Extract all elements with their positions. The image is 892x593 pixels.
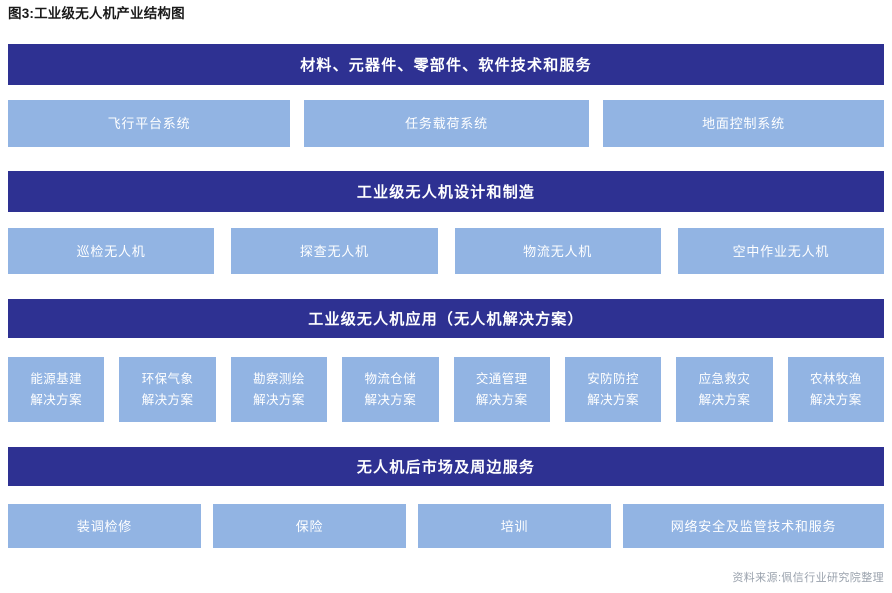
cell-security-prevention-solution[interactable]: 安防防控 解决方案 bbox=[564, 357, 662, 422]
cell-label-line1: 飞行平台系统 bbox=[107, 116, 191, 131]
cell-label-line1: 装调检修 bbox=[76, 518, 133, 534]
layer-row-materials: 飞行平台系统 任务载荷系统 地面控制系统 bbox=[8, 100, 884, 147]
cell-label-line1: 地面控制系统 bbox=[702, 116, 785, 131]
cell-agriculture-forestry-solution[interactable]: 农林牧渔 解决方案 bbox=[787, 357, 884, 422]
cell-label-line2: 解决方案 bbox=[364, 392, 417, 407]
cell-label-line1: 物流仓储 bbox=[364, 371, 417, 386]
cell-flight-platform-system[interactable]: 飞行平台系统 bbox=[8, 100, 290, 147]
cell-energy-infrastructure-solution[interactable]: 能源基建 解决方案 bbox=[8, 357, 105, 422]
cell-survey-mapping-solution[interactable]: 勘察测绘 解决方案 bbox=[230, 357, 328, 422]
cell-mission-payload-system[interactable]: 任务载荷系统 bbox=[304, 100, 589, 147]
cell-label-line1: 安防防控 bbox=[587, 371, 639, 386]
cell-label-line1: 应急救灾 bbox=[698, 371, 751, 386]
cell-label-line2: 解决方案 bbox=[475, 392, 528, 407]
layer-band-materials: 材料、元器件、零部件、软件技术和服务 bbox=[8, 44, 884, 85]
source-note: 资料来源:佩信行业研究院整理 bbox=[732, 572, 884, 584]
cell-label-line2: 解决方案 bbox=[141, 392, 194, 407]
cell-emergency-rescue-solution[interactable]: 应急救灾 解决方案 bbox=[676, 357, 773, 422]
cell-label-line2: 解决方案 bbox=[253, 392, 305, 407]
cell-environment-meteorology-solution[interactable]: 环保气象 解决方案 bbox=[119, 357, 216, 422]
cell-label-line1: 培训 bbox=[500, 518, 529, 534]
cell-logistics-drone[interactable]: 物流无人机 bbox=[454, 228, 661, 274]
cell-label-line1: 探查无人机 bbox=[299, 243, 369, 259]
cell-cybersecurity-regulation-service[interactable]: 网络安全及监管技术和服务 bbox=[623, 504, 884, 548]
cell-assembly-maintenance[interactable]: 装调检修 bbox=[8, 504, 201, 548]
cell-label-line1: 空中作业无人机 bbox=[732, 243, 830, 259]
layer-row-design-manufacture: 巡检无人机 探查无人机 物流无人机 空中作业无人机 bbox=[8, 228, 884, 274]
cell-label-line2: 解决方案 bbox=[698, 392, 751, 407]
cell-label-line1: 网络安全及监管技术和服务 bbox=[670, 518, 837, 534]
layer-band-applications: 工业级无人机应用（无人机解决方案） bbox=[8, 299, 884, 338]
cell-label-line1: 保险 bbox=[295, 518, 324, 534]
cell-label-line1: 巡检无人机 bbox=[76, 243, 146, 259]
layer-band-design-manufacture: 工业级无人机设计和制造 bbox=[8, 171, 884, 212]
layer-band-aftermarket: 无人机后市场及周边服务 bbox=[8, 447, 884, 486]
cell-label-line1: 任务载荷系统 bbox=[405, 116, 488, 131]
cell-insurance[interactable]: 保险 bbox=[213, 504, 406, 548]
cell-label-line2: 解决方案 bbox=[587, 392, 639, 407]
cell-traffic-management-solution[interactable]: 交通管理 解决方案 bbox=[453, 357, 550, 422]
cell-training[interactable]: 培训 bbox=[418, 504, 611, 548]
cell-aerial-work-drone[interactable]: 空中作业无人机 bbox=[677, 228, 884, 274]
cell-survey-drone[interactable]: 探查无人机 bbox=[231, 228, 438, 274]
layer-row-aftermarket: 装调检修 保险 培训 网络安全及监管技术和服务 bbox=[8, 504, 884, 548]
cell-label-line2: 解决方案 bbox=[30, 392, 82, 407]
cell-logistics-warehousing-solution[interactable]: 物流仓储 解决方案 bbox=[342, 357, 439, 422]
cell-label-line1: 勘察测绘 bbox=[253, 371, 305, 386]
cell-ground-control-system[interactable]: 地面控制系统 bbox=[603, 100, 884, 147]
figure-title: 图3:工业级无人机产业结构图 bbox=[8, 6, 185, 21]
cell-label-line2: 解决方案 bbox=[810, 392, 862, 407]
cell-inspection-drone[interactable]: 巡检无人机 bbox=[8, 228, 215, 274]
layer-row-applications: 能源基建 解决方案 环保气象 解决方案 勘察测绘 解决方案 物流仓储 解决方案 … bbox=[8, 357, 884, 422]
cell-label-line1: 物流无人机 bbox=[523, 243, 593, 259]
cell-label-line1: 农林牧渔 bbox=[810, 371, 862, 386]
cell-label-line1: 能源基建 bbox=[30, 371, 82, 386]
cell-label-line1: 交通管理 bbox=[475, 371, 528, 386]
cell-label-line1: 环保气象 bbox=[141, 371, 194, 386]
